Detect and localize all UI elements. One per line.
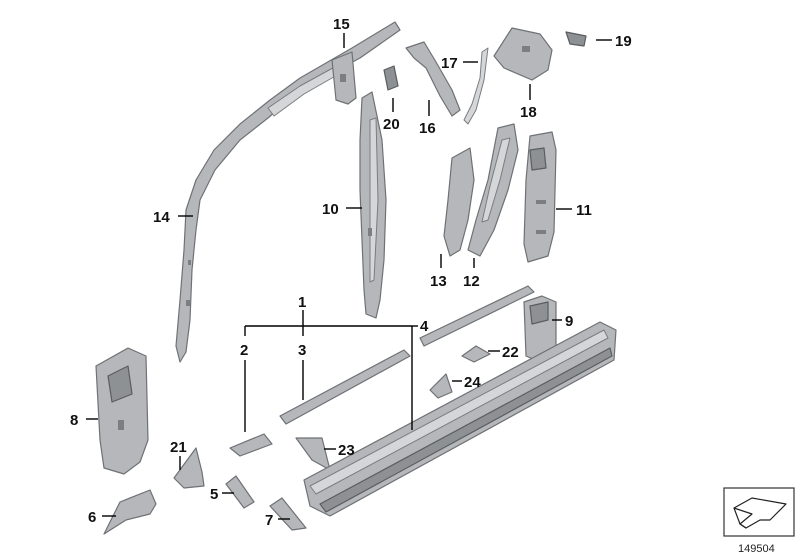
callout-labels: 15 19 17 18 20 16 10 11 14 13 12 1 4 9 2… <box>70 16 632 529</box>
callout-1: 1 <box>298 294 306 311</box>
leader-lines <box>86 33 612 520</box>
part-16-b-pillar-top <box>405 41 461 117</box>
part-21-gusset <box>173 447 205 489</box>
part-5-plate <box>225 475 255 509</box>
part-7-plate <box>269 497 307 531</box>
part-20-small-bracket <box>383 65 399 91</box>
part-19-tab <box>565 31 587 47</box>
callout-23: 23 <box>338 442 355 459</box>
callout-8: 8 <box>70 412 78 429</box>
callout-9: 9 <box>565 313 573 330</box>
part-18-gusset <box>493 27 553 81</box>
callout-24: 24 <box>464 374 481 391</box>
orientation-arrow-icon <box>733 497 787 529</box>
callout-17: 17 <box>441 55 458 72</box>
part-12-c-pillar-inner <box>467 123 519 257</box>
callout-2: 2 <box>240 342 248 359</box>
callout-11: 11 <box>576 202 592 219</box>
callout-14: 14 <box>153 209 170 226</box>
callout-22: 22 <box>502 344 519 361</box>
part-6-bracket <box>103 489 157 535</box>
part-10-b-pillar <box>359 91 387 319</box>
part-1-rocker <box>303 321 617 517</box>
orientation-symbol <box>723 487 795 537</box>
part-8-inner-pillar <box>95 347 149 475</box>
callout-21: 21 <box>170 439 187 456</box>
part-3-sill-strip <box>279 349 411 425</box>
callout-3: 3 <box>298 342 306 359</box>
part-24-bracket <box>429 373 453 399</box>
part-13-reinforcement <box>443 147 475 257</box>
callout-19: 19 <box>615 33 632 50</box>
callout-13: 13 <box>430 273 447 290</box>
callout-5: 5 <box>210 486 218 503</box>
part-15-roof-bracket <box>331 51 357 105</box>
part-14-a-pillar-arch <box>175 21 401 363</box>
part-22-bracket <box>461 345 491 363</box>
callout-6: 6 <box>88 509 96 526</box>
part-17-strip <box>463 47 489 125</box>
part-23-gusset <box>295 437 331 471</box>
callout-7: 7 <box>265 512 273 529</box>
part-4-sill-strip <box>419 285 535 347</box>
callout-18: 18 <box>520 104 537 121</box>
part-2-sill-plate <box>229 433 273 457</box>
diagram-reference-number: 149504 <box>738 543 775 555</box>
callout-10: 10 <box>322 201 339 218</box>
callout-12: 12 <box>463 273 480 290</box>
callout-20: 20 <box>383 116 400 133</box>
part-11-c-pillar-box <box>523 131 557 263</box>
callout-16: 16 <box>419 120 436 137</box>
callout-15: 15 <box>333 16 350 33</box>
callout-4: 4 <box>420 318 429 335</box>
